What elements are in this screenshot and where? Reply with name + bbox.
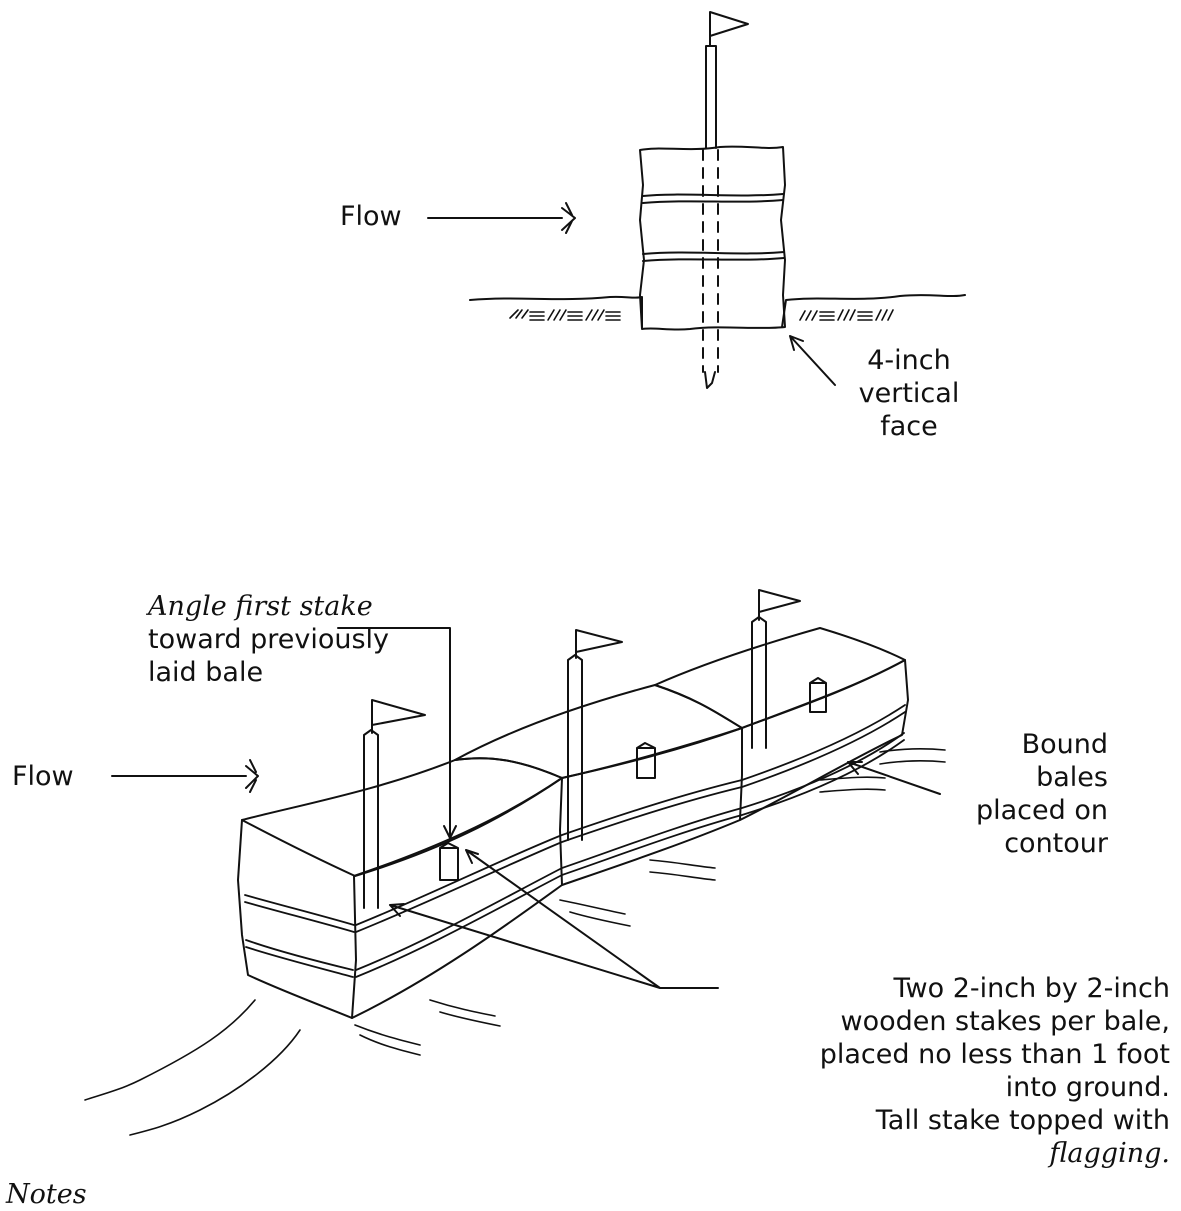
flow-arrow-top <box>427 202 576 234</box>
bale-2-top <box>454 684 743 779</box>
flow-label-bottom: Flow <box>12 761 74 792</box>
angle-stake-line: toward previously <box>148 624 389 655</box>
stakes-note-line: Tall stake topped with <box>875 1105 1170 1136</box>
face-label-line: vertical <box>858 378 960 409</box>
angle-stake-title: Angle first stake <box>148 591 373 622</box>
face-label-line: face <box>880 411 938 442</box>
notes-label: Notes <box>6 1179 87 1210</box>
flag-1 <box>371 699 426 734</box>
bale-section-outline <box>639 145 786 331</box>
face-label-line: 4-inch <box>867 345 951 376</box>
short-stake-1 <box>439 842 459 881</box>
bale-twine-bands <box>244 704 906 978</box>
short-stake-3 <box>809 677 827 713</box>
tall-stake-3 <box>751 616 767 749</box>
stakes-note: Two 2-inch by 2-inch wooden stakes per b… <box>720 972 1170 1170</box>
bound-bales-line: Bound <box>1021 729 1108 760</box>
stake-above-bale <box>705 45 717 149</box>
angle-stake-label: Angle first stake toward previously laid… <box>148 590 389 689</box>
bale-cross-section <box>427 11 966 389</box>
flow-label-top: Flow <box>340 201 402 232</box>
bale-3-side <box>739 659 909 821</box>
binding-twine-lower <box>642 251 785 262</box>
face-label: 4-inch vertical face <box>843 344 975 443</box>
two-stakes-leader <box>389 849 719 989</box>
face-leader-arrow <box>789 335 836 386</box>
bale-1-side <box>351 777 563 1019</box>
stakes-note-line: wooden stakes per bale, <box>840 1006 1170 1037</box>
ground-line-left <box>469 295 643 328</box>
flag-3 <box>758 589 801 621</box>
flag-2 <box>575 629 623 659</box>
bale-1-front <box>237 819 357 1019</box>
ground-line-right <box>781 294 966 328</box>
binding-twine-upper <box>642 193 784 204</box>
soil-hatching-right <box>799 309 894 321</box>
tall-stake-2 <box>567 654 583 841</box>
bound-bales-label: Bound bales placed on contour <box>940 728 1108 860</box>
angle-stake-leader <box>337 627 457 839</box>
tall-stake-1 <box>363 729 379 909</box>
stake-in-bale-dashed <box>702 149 719 373</box>
stakes-note-line: placed no less than 1 foot <box>819 1039 1170 1070</box>
stakes-note-flagging: flagging. <box>1049 1138 1170 1169</box>
soil-hatching-left <box>509 309 621 321</box>
stakes-note-line: into ground. <box>1005 1072 1170 1103</box>
flag-top <box>709 11 749 47</box>
bound-bales-line: contour <box>1004 828 1108 859</box>
ground-tufts <box>84 747 946 1136</box>
bound-bales-line: bales <box>1036 762 1108 793</box>
bale-row-perspective <box>84 589 946 1136</box>
angle-stake-line: laid bale <box>148 657 264 688</box>
stakes-note-line: Two 2-inch by 2-inch <box>893 973 1170 1004</box>
bound-bales-leader <box>847 761 941 795</box>
bound-bales-line: placed on <box>976 795 1108 826</box>
flow-arrow-bottom <box>111 759 259 793</box>
short-stake-2 <box>636 742 656 779</box>
stake-tip <box>704 371 716 389</box>
bale-2-side <box>561 727 743 886</box>
